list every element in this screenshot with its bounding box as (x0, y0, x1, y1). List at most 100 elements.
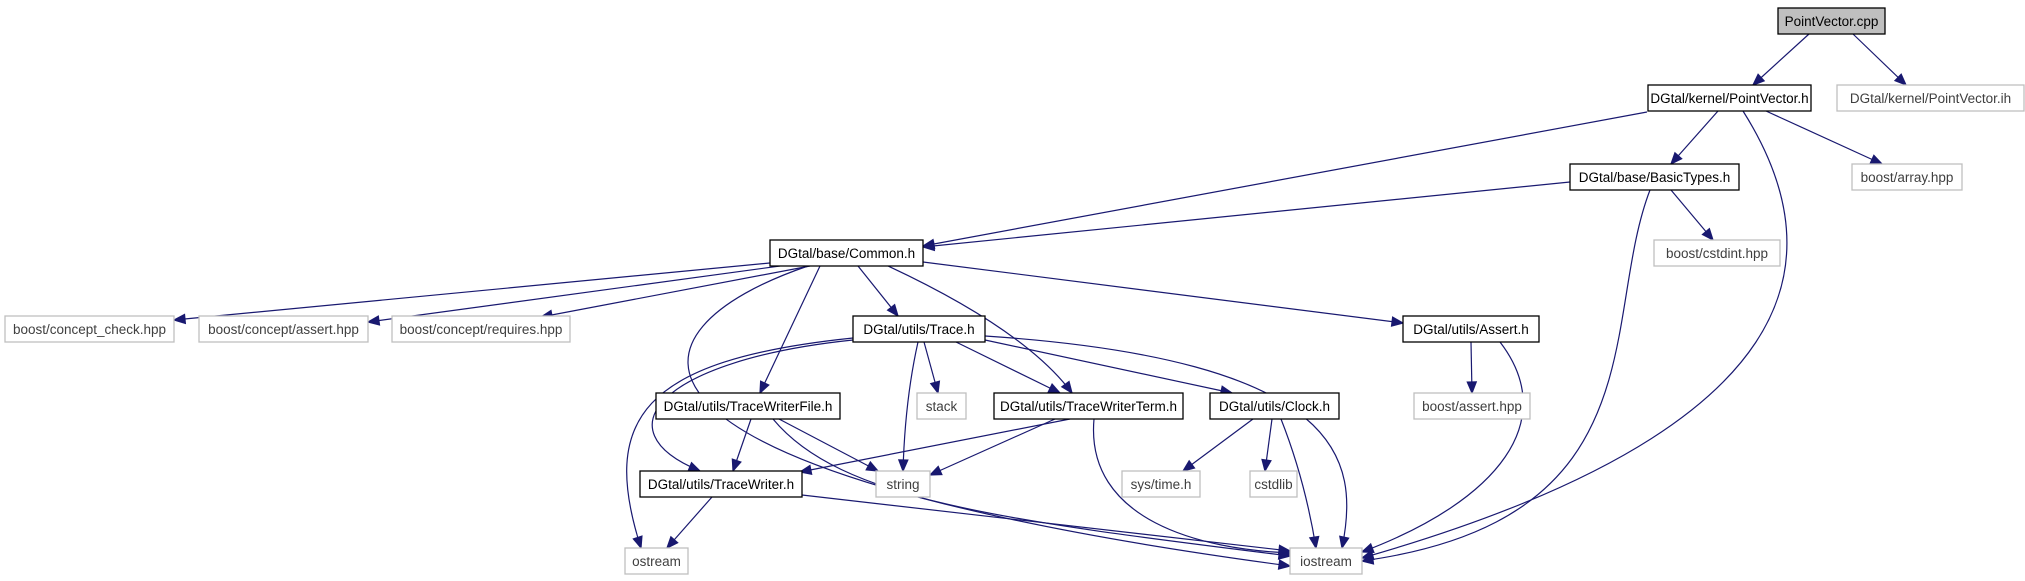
node-label: DGtal/utils/TraceWriterTerm.h (1000, 399, 1177, 414)
node-box (4, 315, 175, 343)
node-tracewriterterm-h[interactable]: DGtal/utils/TraceWriterTerm.h (993, 392, 1184, 420)
edge-line (367, 265, 781, 323)
arrowhead (798, 464, 813, 476)
node-boost-array[interactable]: boost/array.hpp (1851, 163, 1963, 191)
node-tracewriterfile-h[interactable]: DGtal/utils/TraceWriterFile.h (655, 392, 841, 420)
edge-trace_h-to-tracewriterterm_h (955, 341, 1062, 394)
edge-line (1670, 110, 1719, 165)
node-iostream[interactable]: iostream (1289, 547, 1363, 575)
arrowhead (897, 459, 909, 473)
arrowhead (731, 458, 742, 473)
node-stack[interactable]: stack (916, 392, 967, 420)
arrowhead (1701, 227, 1715, 242)
node-concept-assert[interactable]: boost/concept/assert.hpp (198, 315, 369, 343)
node-clock-h[interactable]: DGtal/utils/Clock.h (1209, 392, 1340, 420)
edge-pointvector_cpp-to-pointvector_h (1751, 33, 1810, 87)
node-box (1413, 392, 1531, 420)
arrowhead (1751, 73, 1766, 87)
node-string[interactable]: string (875, 470, 931, 498)
arrowhead (172, 313, 187, 325)
edge-tracewriterfile_h-to-iostream (772, 418, 1292, 560)
node-label: DGtal/utils/TraceWriterFile.h (664, 399, 833, 414)
node-label: boost/concept_check.hpp (13, 322, 166, 337)
arrowhead (928, 465, 943, 476)
edge-line (1361, 341, 1524, 553)
node-concept-requires[interactable]: boost/concept/requires.hpp (391, 315, 571, 343)
edge-tracewriterterm_h-to-tracewriter_h (798, 418, 1071, 476)
node-label: iostream (1300, 554, 1352, 569)
node-label: DGtal/utils/TraceWriter.h (648, 477, 794, 492)
edge-line (1752, 33, 1810, 86)
edge-line (984, 335, 1348, 549)
node-label: DGtal/utils/Clock.h (1219, 399, 1330, 414)
node-box (1569, 163, 1740, 191)
arrowhead (886, 303, 899, 318)
edge-line (173, 261, 781, 321)
edge-line (922, 261, 1404, 324)
node-label: DGtal/kernel/PointVector.h (1650, 91, 1808, 106)
node-boost-cstdint[interactable]: boost/cstdint.hpp (1653, 239, 1781, 267)
edge-basictypes_h-to-iostream (1360, 189, 1651, 565)
node-box (1653, 239, 1781, 267)
node-basictypes-h[interactable]: DGtal/base/BasicTypes.h (1569, 163, 1740, 191)
edge-common_h-to-tracewriterfile_h (759, 265, 821, 395)
node-box (391, 315, 571, 343)
node-label: DGtal/utils/Trace.h (863, 322, 974, 337)
node-assert-h[interactable]: DGtal/utils/Assert.h (1402, 315, 1540, 343)
node-sys-time[interactable]: sys/time.h (1121, 470, 1201, 498)
arrowhead (1339, 535, 1350, 550)
edge-line (984, 339, 1233, 394)
node-box (655, 392, 841, 420)
node-ostream[interactable]: ostream (624, 547, 689, 575)
edge-line (626, 337, 854, 549)
node-box (1289, 547, 1363, 575)
edge-line (955, 341, 1061, 394)
edge-clock_h-to-iostream (1280, 418, 1320, 550)
node-box (639, 470, 803, 498)
edge-line (929, 418, 1056, 476)
arrowhead (1277, 544, 1292, 556)
edge-tracewriterfile_h-to-tracewriter_h (731, 418, 752, 473)
node-common-h[interactable]: DGtal/base/Common.h (769, 239, 924, 267)
node-cstdlib[interactable]: cstdlib (1249, 470, 1298, 498)
node-box (852, 315, 986, 343)
arrowhead (366, 315, 381, 326)
edge-pointvector_h-to-boost_array (1765, 110, 1884, 165)
edge-trace_h-to-iostream (984, 335, 1350, 550)
arrowhead (1261, 458, 1272, 473)
edge-tracewriterterm_h-to-string (928, 418, 1056, 476)
node-box (1249, 470, 1298, 498)
arrowhead (1466, 381, 1478, 395)
node-concept-check[interactable]: boost/concept_check.hpp (4, 315, 175, 343)
edge-common_h-to-concept_check (172, 261, 781, 325)
edge-line (1852, 33, 1907, 86)
edge-line (887, 265, 1073, 394)
edge-line (1182, 418, 1254, 472)
node-box (1777, 7, 1886, 35)
node-label: ostream (632, 554, 681, 569)
node-boost-assert[interactable]: boost/assert.hpp (1413, 392, 1531, 420)
node-pointvector-ih[interactable]: DGtal/kernel/PointVector.ih (1836, 84, 2025, 112)
node-label: DGtal/base/Common.h (778, 246, 915, 261)
node-pointvector-h[interactable]: DGtal/kernel/PointVector.h (1647, 84, 1812, 112)
node-pointvector-cpp[interactable]: PointVector.cpp (1777, 7, 1886, 35)
node-label: sys/time.h (1131, 477, 1192, 492)
arrowhead (1060, 380, 1073, 395)
edge-common_h-to-concept_assert (366, 265, 781, 326)
nodes-layer: PointVector.cppDGtal/kernel/PointVector.… (4, 7, 2025, 575)
arrowhead (632, 535, 643, 550)
edge-pointvector_h-to-basictypes_h (1669, 110, 1719, 166)
node-tracewriter-h[interactable]: DGtal/utils/TraceWriter.h (639, 470, 803, 498)
edge-tracewriter_h-to-iostream (801, 494, 1292, 556)
node-box (1647, 84, 1812, 112)
edge-line (902, 341, 919, 472)
node-box (875, 470, 931, 498)
arrowhead (1360, 542, 1375, 553)
edge-assert_h-to-iostream (1360, 341, 1524, 553)
edges-layer (172, 33, 1908, 570)
node-trace-h[interactable]: DGtal/utils/Trace.h (852, 315, 986, 343)
edge-line (1280, 418, 1317, 549)
edge-trace_h-to-stack (923, 341, 941, 395)
edge-line (778, 418, 879, 472)
